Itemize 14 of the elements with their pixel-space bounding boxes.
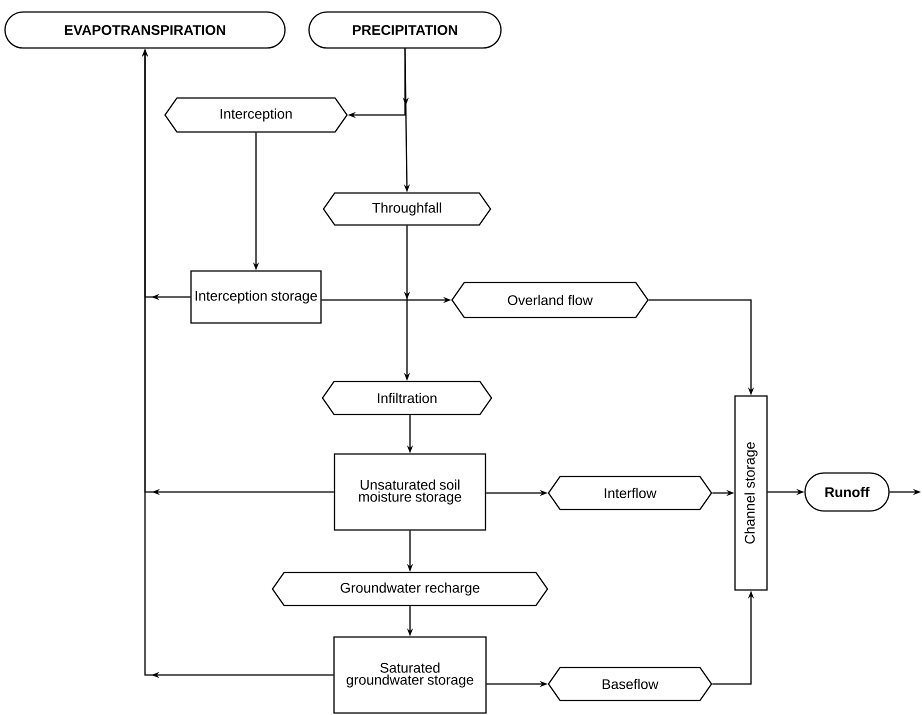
storage-box: Saturated groundwater storage xyxy=(333,636,487,714)
process-hexagon: Interception xyxy=(164,97,348,133)
storage-box: Interception storage xyxy=(190,270,322,324)
terminal-box: Runoff xyxy=(804,472,890,512)
terminal-box: EVAPOTRANSPIRATION xyxy=(4,11,286,49)
process-hexagon: Throughfall xyxy=(322,192,492,226)
terminal-box: PRECIPITATION xyxy=(308,11,502,49)
process-hexagon: Overland flow xyxy=(451,282,649,318)
process-hexagon: Groundwater recharge xyxy=(272,572,548,606)
storage-box: Channel storage xyxy=(734,395,768,591)
process-hexagon: Infiltration xyxy=(322,380,492,416)
process-hexagon: Interflow xyxy=(548,476,712,510)
process-hexagon: Baseflow xyxy=(548,666,712,702)
storage-box: Unsaturated soil moisture storage xyxy=(334,453,486,531)
